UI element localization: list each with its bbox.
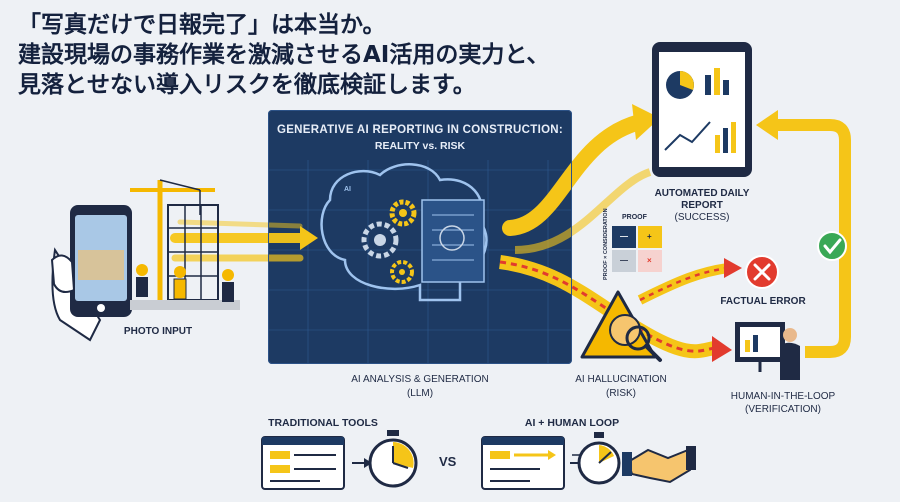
matrix-cell: + — [647, 232, 652, 241]
hallucination-sublabel: (RISK) — [606, 388, 636, 399]
human-verifier-icon — [735, 322, 800, 380]
headline-line-2: 建設現場の事務作業を激減させるAI活用の実力と、 — [18, 42, 550, 68]
input-arrows — [170, 219, 318, 262]
success-check-icon — [817, 231, 847, 261]
headline-line-3: 見落とせない導入リスクを徹底検証します。 — [18, 72, 476, 98]
brain-label: AI — [344, 186, 351, 193]
panel-title: GENERATIVE AI REPORTING IN CONSTRUCTION: — [276, 124, 564, 136]
document-icon — [421, 199, 485, 283]
ai-brain-icon — [320, 163, 488, 302]
stopwatch-fast-icon — [570, 432, 621, 485]
proof-matrix — [612, 226, 662, 272]
warning-triangle-icon — [580, 290, 662, 362]
report-label-2: REPORT — [681, 200, 723, 211]
ai-human-loop-label: AI + HUMAN LOOP — [524, 417, 620, 429]
vs-label: VS — [439, 454, 457, 469]
phone-icon — [50, 205, 132, 342]
arrow-right-icon — [352, 458, 372, 468]
photo-input-label: PHOTO INPUT — [123, 326, 193, 337]
matrix-cell: — — [620, 256, 628, 265]
report-sublabel: (SUCCESS) — [674, 212, 730, 223]
ai-analysis-label: AI ANALYSIS & GENERATION — [351, 374, 489, 385]
matrix-top-label: PROOF — [622, 214, 647, 221]
ai-analysis-sublabel: (LLM) — [406, 388, 434, 399]
tablet-report-icon — [652, 42, 752, 177]
handshake-icon — [622, 446, 696, 484]
matrix-side-label: PROOF × CONSIDERATION — [603, 208, 609, 280]
factual-error-label: FACTUAL ERROR — [720, 296, 806, 307]
headline-line-1: 「写真だけで日報完了」は本当か。 — [18, 12, 386, 38]
hallucination-label: AI HALLUCINATION — [575, 374, 667, 385]
traditional-tools-label: TRADITIONAL TOOLS — [268, 417, 378, 429]
stopwatch-slow-icon — [368, 430, 418, 488]
traditional-tools-screen-icon — [261, 436, 345, 490]
ai-tools-screen-icon — [481, 436, 565, 490]
workers-icon — [136, 264, 234, 302]
human-loop-sublabel: (VERIFICATION) — [745, 404, 821, 415]
panel-subtitle: REALITY vs. RISK — [374, 140, 466, 152]
human-loop-label: HUMAN-IN-THE-LOOP — [730, 391, 836, 402]
construction-site-icon — [130, 179, 240, 310]
ai-panel — [268, 110, 572, 364]
error-x-icon — [745, 255, 779, 289]
verification-loop-arrow — [756, 110, 851, 358]
matrix-cell: — — [620, 232, 628, 241]
success-arrow — [502, 104, 660, 254]
gear-icon — [361, 199, 417, 284]
headline: 「写真だけで日報完了」は本当か。 建設現場の事務作業を激減させるAI活用の実力と… — [18, 10, 618, 100]
report-label: AUTOMATED DAILY — [654, 188, 750, 199]
matrix-cell: × — [647, 256, 652, 265]
